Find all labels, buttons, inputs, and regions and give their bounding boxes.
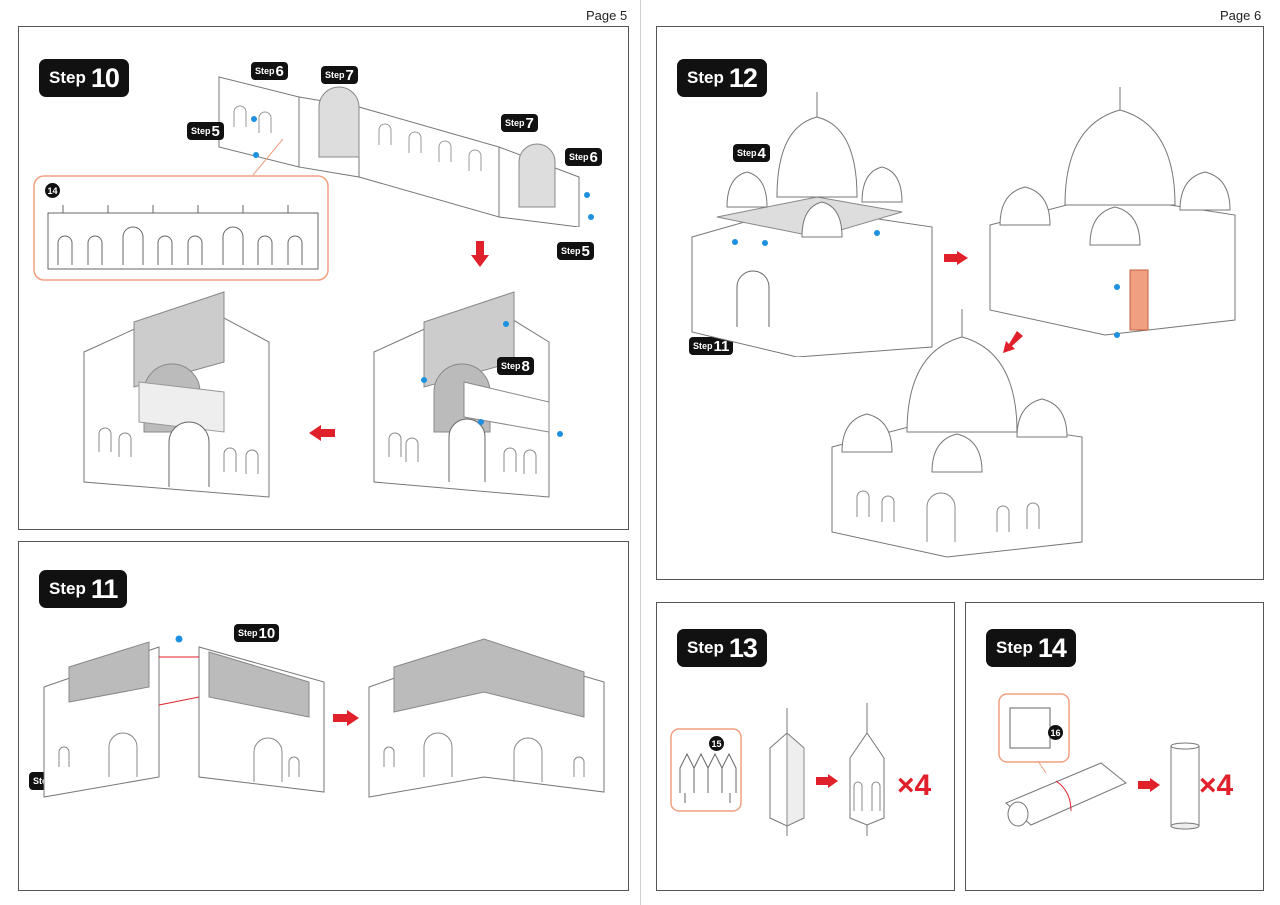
step-word: Step [49,68,86,87]
page-divider [640,0,641,905]
step-11-badge: Step 11 [39,570,128,608]
step-13-badge: Step 13 [677,629,767,667]
step-14-finished-tube [1170,742,1200,830]
part-16-callout [998,693,1070,773]
step-14-panel: Step 14 16 ×4 [965,602,1264,891]
step-12-badge: Step 12 [677,59,767,97]
step-13-finished-tower [849,703,885,836]
step-number: 11 [90,573,119,604]
step-number: 12 [728,62,758,93]
step-10-building-right [373,291,563,498]
arrow-right-icon [333,710,359,726]
part-14-leader-line [252,138,284,176]
step-12-exploded-model [691,92,933,357]
step-11-assembly-before [43,635,325,798]
step-14-multiplier: ×4 [1199,769,1234,802]
step-11-assembly-after [368,638,605,798]
arrow-right-icon [944,251,968,265]
arrow-down-icon [471,241,489,267]
arrow-down-left-icon [1003,331,1023,353]
part-15-callout [670,728,742,812]
part-15-label: 15 [709,736,724,751]
step-word: Step [996,638,1033,657]
step-word: Step [687,68,724,87]
step-number: 14 [1037,632,1067,663]
page-number-left: Page 5 [586,8,628,23]
step-14-rolling-tube [1005,762,1127,827]
step-number: 10 [90,62,120,93]
step-10-exploded-walls [218,76,594,227]
part-14-callout [33,175,329,281]
step-13-panel: Step 13 15 ×4 [656,602,955,891]
step-12-final-model [831,309,1083,558]
arrow-right-icon [1138,778,1160,792]
step-12-assembled-model [989,87,1236,338]
step-13-multiplier: ×4 [897,769,932,802]
step-number: 13 [728,632,758,663]
step-10-badge: Step 10 [39,59,129,97]
step-word: Step [687,638,724,657]
step-word: Step [49,579,86,598]
page-number-right: Page 6 [1220,8,1262,23]
arrow-left-icon [309,425,335,441]
step-10-building-left [83,291,270,498]
part-16-label: 16 [1048,725,1063,740]
arrow-right-icon [816,774,838,788]
step-14-badge: Step 14 [986,629,1076,667]
part-14-label: 14 [45,183,60,198]
step-13-folding-tower [769,708,805,836]
